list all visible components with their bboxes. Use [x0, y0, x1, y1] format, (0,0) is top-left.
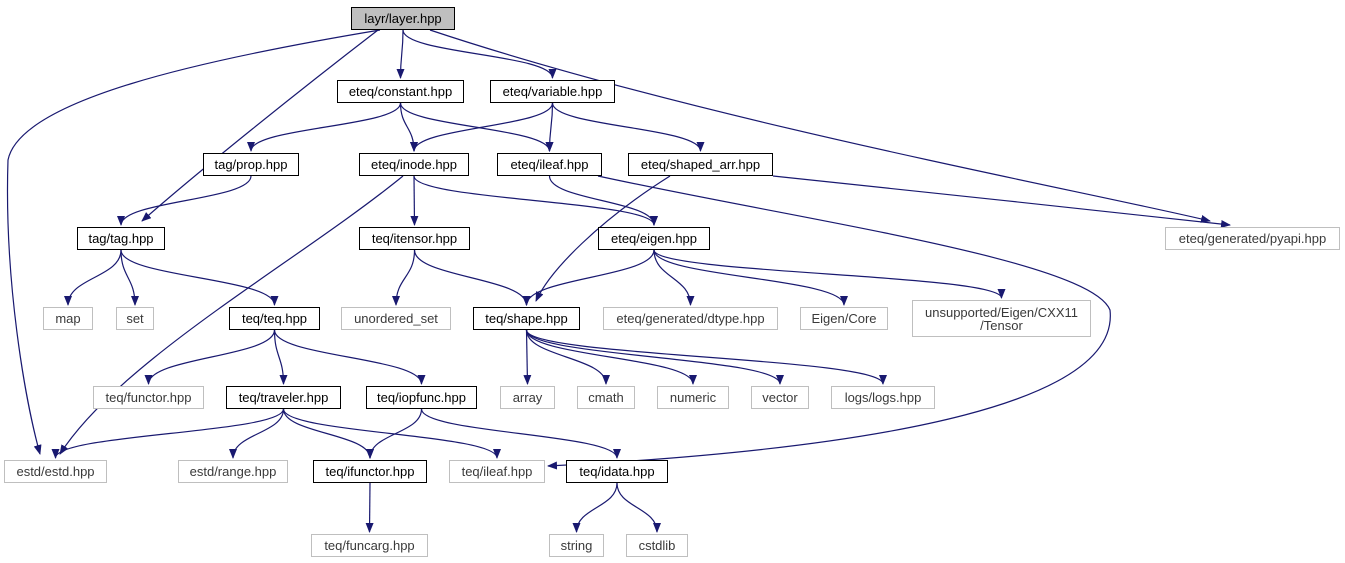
edge-tag-to-map	[64, 249, 122, 306]
edge-shape-to-cmath	[525, 329, 610, 385]
node-eteq-ileaf-hpp[interactable]: eteq/ileaf.hpp	[497, 153, 602, 176]
node-unsupported-eigen-cxx11-tensor: unsupported/Eigen/CXX11 /Tensor	[912, 300, 1091, 337]
edge-shape-to-vector	[525, 329, 784, 385]
node-teq-shape-hpp[interactable]: teq/shape.hpp	[473, 307, 580, 330]
node-cmath: cmath	[577, 386, 635, 409]
edge-variable-to-shaped-arr	[551, 102, 705, 152]
edge-constant-to-inode	[399, 102, 418, 152]
node-estd-estd-hpp: estd/estd.hpp	[4, 460, 107, 483]
node-teq-itensor-hpp[interactable]: teq/itensor.hpp	[359, 227, 470, 250]
edge-traveler-to-estd	[51, 408, 285, 459]
edge-eigen-to-shape	[522, 249, 655, 306]
edge-layer-to-pyapi	[429, 29, 1211, 223]
edge-eteq-ileaf-to-eigen	[548, 175, 658, 226]
edge-teq-to-iopfunc	[273, 329, 426, 385]
node-vector: vector	[751, 386, 809, 409]
edge-layer-to-constant	[396, 29, 405, 79]
edge-eigen-to-eigen-core	[653, 249, 848, 306]
edge-variable-to-eteq-ileaf	[545, 102, 554, 152]
node-teq-idata-hpp[interactable]: teq/idata.hpp	[566, 460, 668, 483]
node-eteq-inode-hpp[interactable]: eteq/inode.hpp	[359, 153, 469, 176]
node-estd-range-hpp: estd/range.hpp	[178, 460, 288, 483]
node-array: array	[500, 386, 555, 409]
edge-layer-to-variable	[402, 29, 557, 79]
edge-idata-to-string	[572, 482, 618, 533]
node-map: map	[43, 307, 93, 330]
edge-inode-to-itensor	[410, 175, 419, 226]
node-teq-functor-hpp: teq/functor.hpp	[93, 386, 204, 409]
node-eteq-generated-dtype-hpp: eteq/generated/dtype.hpp	[603, 307, 778, 330]
node-cstdlib: cstdlib	[626, 534, 688, 557]
edge-iopfunc-to-idata	[420, 408, 621, 459]
edge-shape-to-logs	[525, 329, 887, 385]
edge-itensor-to-shape	[413, 249, 531, 306]
edge-inode-to-eigen	[413, 175, 658, 226]
node-eteq-constant-hpp[interactable]: eteq/constant.hpp	[337, 80, 464, 103]
edge-layer-to-estd	[6, 29, 381, 455]
node-tag-tag-hpp[interactable]: tag/tag.hpp	[77, 227, 165, 250]
edge-idata-to-cstdlib	[616, 482, 661, 533]
edge-shaped-arr-to-pyapi	[772, 175, 1231, 228]
edge-eigen-to-dtype	[653, 249, 695, 306]
edge-constant-to-eteq-ileaf	[399, 102, 554, 152]
edge-eigen-to-eigen-tensor	[653, 249, 1006, 299]
node-unordered-set: unordered_set	[341, 307, 451, 330]
edge-tag-to-set	[120, 249, 139, 306]
edge-traveler-to-teq-ileaf	[282, 408, 501, 459]
edge-teq-to-traveler	[273, 329, 288, 385]
edge-iopfunc-to-ifunctor	[366, 408, 423, 459]
node-string: string	[549, 534, 604, 557]
edge-traveler-to-ifunctor	[282, 408, 374, 459]
node-numeric: numeric	[657, 386, 729, 409]
edge-layer-to-tag	[141, 29, 379, 222]
edge-tag-to-teq	[120, 249, 279, 306]
edge-ifunctor-to-funcarg	[365, 482, 374, 533]
node-eteq-eigen-hpp[interactable]: eteq/eigen.hpp	[598, 227, 710, 250]
edge-traveler-to-range	[229, 408, 285, 459]
edge-teq-to-functor	[144, 329, 276, 385]
node-teq-teq-hpp[interactable]: teq/teq.hpp	[229, 307, 320, 330]
edge-constant-to-prop	[247, 102, 402, 152]
node-layr-layer-hpp[interactable]: layr/layer.hpp	[351, 7, 455, 30]
edge-variable-to-inode	[410, 102, 554, 152]
edge-shape-to-array	[523, 329, 532, 385]
edge-eteq-ileaf-to-teq-ileaf	[547, 175, 1111, 470]
node-eteq-generated-pyapi-hpp: eteq/generated/pyapi.hpp	[1165, 227, 1340, 250]
node-eteq-shaped-arr-hpp[interactable]: eteq/shaped_arr.hpp	[628, 153, 773, 176]
node-tag-prop-hpp[interactable]: tag/prop.hpp	[203, 153, 299, 176]
edge-prop-to-tag	[117, 175, 252, 226]
edge-inode-to-estd	[59, 175, 404, 455]
edge-itensor-to-unordered-set	[392, 249, 416, 306]
node-teq-funcarg-hpp: teq/funcarg.hpp	[311, 534, 428, 557]
node-teq-ileaf-hpp: teq/ileaf.hpp	[449, 460, 545, 483]
node-teq-traveler-hpp[interactable]: teq/traveler.hpp	[226, 386, 341, 409]
node-set: set	[116, 307, 154, 330]
edge-shaped-arr-to-shape	[535, 175, 671, 302]
edge-shape-to-numeric	[525, 329, 697, 385]
node-teq-iopfunc-hpp[interactable]: teq/iopfunc.hpp	[366, 386, 477, 409]
node-teq-ifunctor-hpp[interactable]: teq/ifunctor.hpp	[313, 460, 427, 483]
node-logs-logs-hpp: logs/logs.hpp	[831, 386, 935, 409]
node-eteq-variable-hpp[interactable]: eteq/variable.hpp	[490, 80, 615, 103]
node-eigen-core: Eigen/Core	[800, 307, 888, 330]
